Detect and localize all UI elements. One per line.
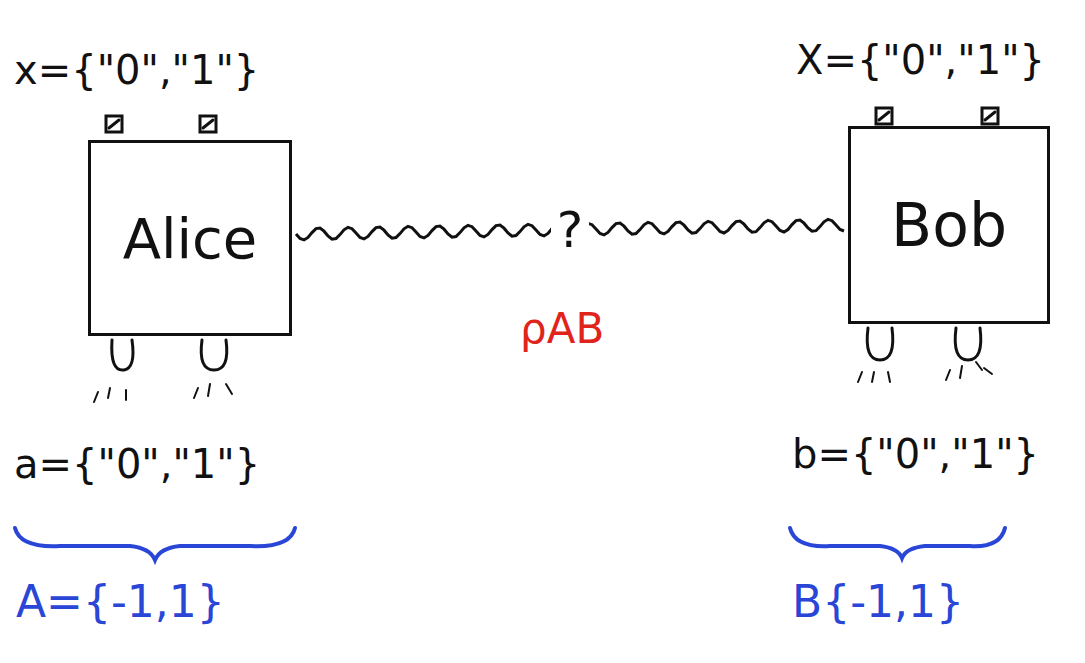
device-name: Bob [891, 190, 1007, 260]
button-mark [109, 120, 119, 128]
output-lamp [112, 340, 133, 370]
device-box: Alice [88, 140, 292, 336]
value-set: A={-1,1} [16, 578, 225, 626]
lamp-rays [194, 384, 232, 398]
output-set: a={"0","1"} [14, 442, 260, 486]
input-set: X={"0","1"} [796, 38, 1045, 82]
input-set: x={"0","1"} [14, 48, 259, 92]
input-button [876, 108, 892, 124]
input-button [982, 108, 998, 124]
lamp-rays [858, 372, 890, 382]
device-box: Bob [848, 126, 1050, 324]
button-mark [985, 112, 995, 120]
output-lamp [955, 328, 981, 360]
lamp-rays [946, 362, 992, 380]
input-button [106, 116, 122, 132]
grouping-brace [15, 528, 295, 560]
output-lamp [201, 340, 227, 370]
button-mark [879, 112, 889, 120]
edge-label: ? [551, 205, 590, 255]
grouping-brace [790, 528, 1005, 558]
device-name: Alice [123, 206, 258, 271]
state-label: ρAB [520, 306, 604, 352]
input-button [200, 116, 216, 132]
lamp-rays [94, 388, 126, 402]
value-set: B{-1,1} [792, 578, 964, 626]
output-set: b={"0","1"} [792, 432, 1039, 476]
button-mark [203, 120, 213, 128]
output-lamp [867, 328, 893, 360]
